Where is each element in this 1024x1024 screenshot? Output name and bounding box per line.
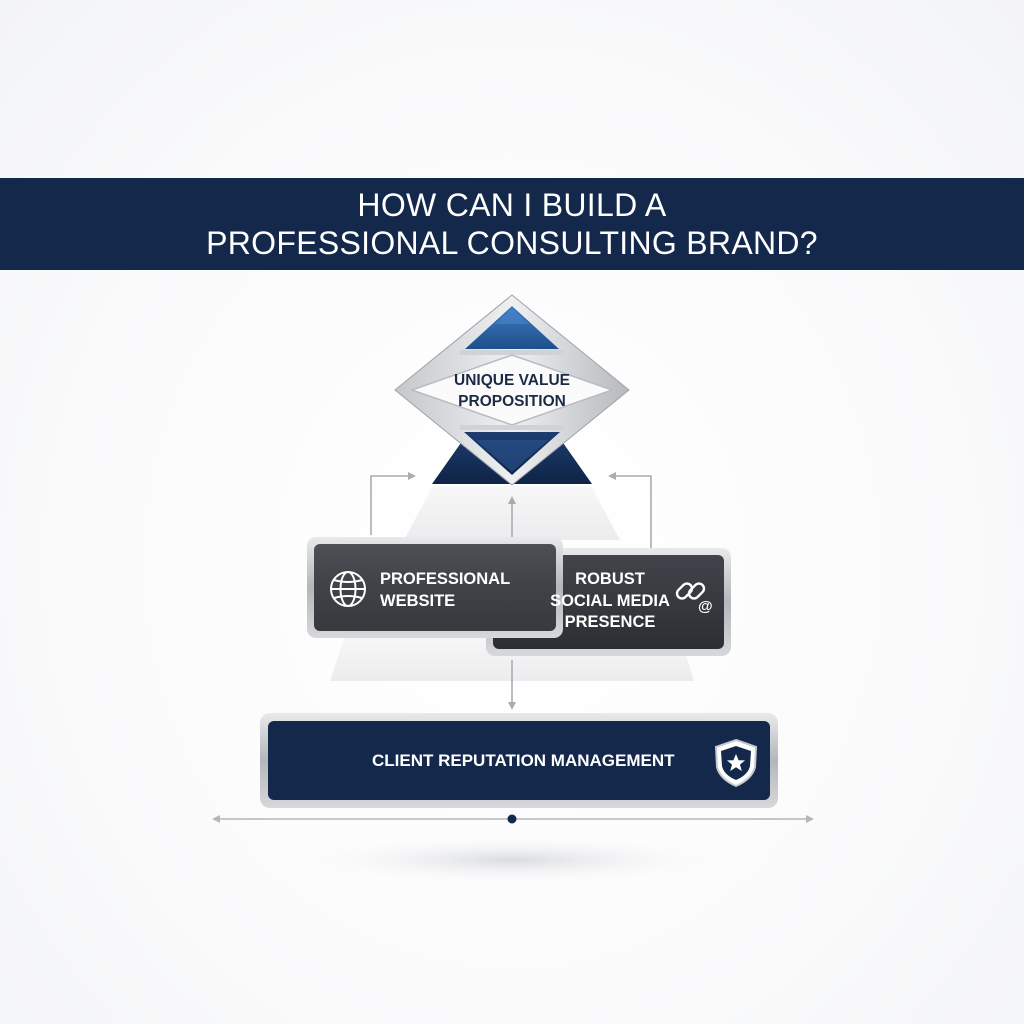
website-card — [307, 537, 563, 638]
connector-arrows — [370, 475, 652, 704]
bottom-axis — [212, 814, 814, 824]
shield-star-icon — [714, 738, 758, 788]
uvp-label-line-1: UNIQUE VALUE — [454, 372, 570, 389]
social-media-label-line-3: PRESENCE — [564, 613, 656, 631]
social-media-label-line-1: ROBUST — [575, 570, 645, 588]
website-label-line-2: WEBSITE — [380, 592, 456, 610]
crm-label: CLIENT REPUTATION MANAGEMENT — [372, 751, 675, 770]
title-banner: HOW CAN I BUILD A PROFESSIONAL CONSULTIN… — [0, 178, 1024, 270]
title-line-1: HOW CAN I BUILD A — [357, 187, 667, 223]
right-connector — [614, 475, 652, 550]
social-media-label-line-2: SOCIAL MEDIA — [550, 591, 670, 610]
arrowheads — [408, 472, 616, 710]
floor-shadow — [282, 834, 742, 886]
website-label: PROFESSIONAL WEBSITE — [380, 568, 510, 612]
uvp-diamond — [394, 294, 630, 486]
website-label-line-1: PROFESSIONAL — [380, 570, 511, 588]
link-at-icon — [675, 582, 706, 600]
uvp-label-line-2: PROPOSITION — [458, 393, 566, 410]
crm-bar — [260, 713, 778, 808]
at-symbol: @ — [698, 598, 713, 615]
uvp-label: UNIQUE VALUE PROPOSITION — [412, 370, 612, 412]
title-line-2: PROFESSIONAL CONSULTING BRAND? — [206, 225, 818, 261]
left-connector — [370, 475, 410, 535]
social-media-label: ROBUST SOCIAL MEDIA PRESENCE — [530, 569, 690, 634]
globe-icon — [330, 571, 366, 607]
